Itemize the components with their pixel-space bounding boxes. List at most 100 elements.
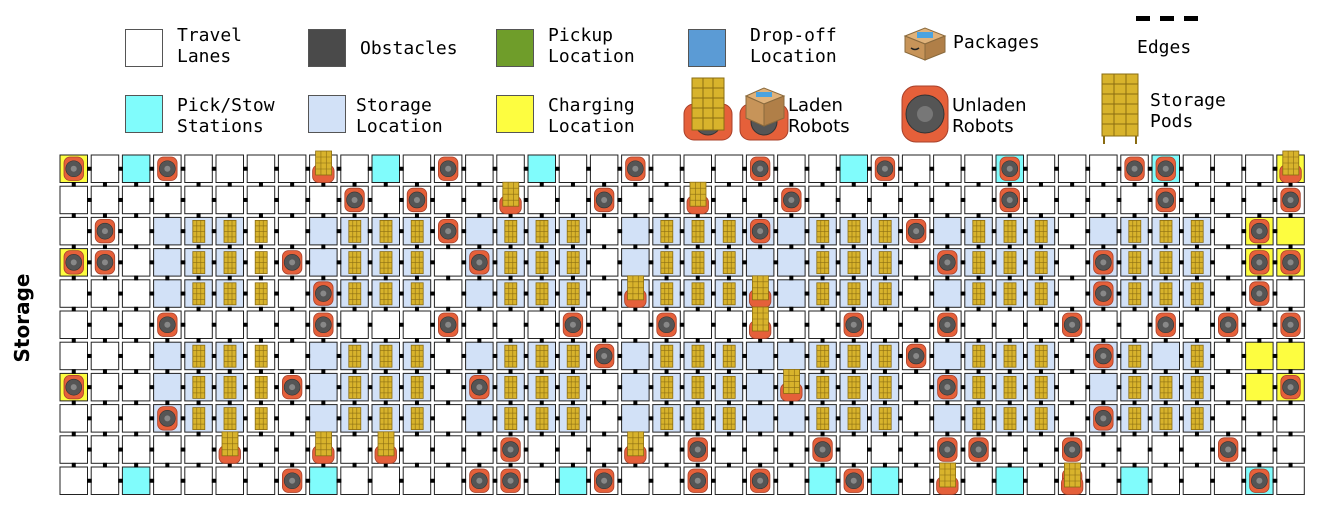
grid-cell [777, 404, 806, 433]
robot-hub [1069, 321, 1076, 328]
edge [134, 306, 139, 312]
edge [383, 338, 388, 343]
edge [274, 416, 279, 421]
edge [165, 369, 170, 374]
grid-cell [465, 154, 494, 183]
edge [991, 385, 997, 390]
edge [243, 416, 248, 421]
grid-cell [995, 466, 1024, 495]
edge [196, 213, 201, 218]
grid-cell [153, 279, 182, 308]
edge [118, 353, 123, 358]
edge [149, 229, 155, 234]
grid-cell [1213, 341, 1243, 371]
robot-hub [1256, 477, 1263, 484]
edge [305, 478, 311, 483]
edge [1101, 213, 1106, 218]
edge [835, 291, 841, 296]
grid-cell [153, 185, 182, 215]
edge [1147, 291, 1153, 296]
edge [165, 431, 170, 437]
edge [929, 353, 935, 358]
robot-hub [819, 446, 826, 453]
edge [461, 166, 467, 171]
grid-cell [933, 185, 962, 215]
edge [367, 385, 373, 390]
edge [1272, 447, 1278, 452]
edge [1226, 431, 1231, 437]
edge [180, 447, 186, 452]
edge [1194, 306, 1199, 312]
grid-cell [839, 435, 868, 464]
dropoff-label: Drop-off Location [750, 25, 837, 67]
edge [1038, 462, 1043, 468]
grid-cell [933, 154, 962, 183]
edge [87, 291, 92, 296]
grid-cell [465, 341, 494, 371]
grid-cell [901, 466, 931, 495]
edge [1007, 182, 1012, 187]
grid-cell [465, 435, 494, 464]
edge [243, 229, 248, 234]
grid-cell [465, 404, 494, 433]
edge [71, 244, 76, 250]
edge [742, 197, 747, 202]
edge [290, 244, 295, 250]
edge [1241, 478, 1247, 483]
robot-hub [1100, 259, 1107, 266]
edge [1210, 291, 1215, 296]
edge [1241, 291, 1247, 296]
edge [180, 478, 186, 483]
edge [258, 338, 263, 343]
edge [508, 431, 513, 437]
edge [399, 447, 404, 452]
grid-cell [1245, 154, 1274, 183]
edge [991, 322, 997, 327]
edge [851, 275, 856, 281]
robot-hub [70, 165, 77, 172]
grid-cell [184, 185, 213, 215]
edge [180, 166, 186, 171]
robot-hub [1287, 196, 1294, 203]
edge [1054, 166, 1059, 171]
edge [1272, 322, 1278, 327]
edge [118, 260, 123, 265]
edge [991, 229, 997, 234]
edge [867, 478, 872, 483]
edge [1179, 322, 1184, 327]
edge [1163, 338, 1168, 343]
edge [71, 338, 76, 343]
edge [414, 431, 419, 437]
edge [742, 353, 747, 358]
edge [835, 322, 841, 327]
edge [321, 182, 326, 187]
edge [1147, 478, 1153, 483]
edge [1147, 385, 1153, 390]
edge [555, 291, 560, 296]
edge [851, 431, 856, 437]
edge [789, 338, 794, 343]
edge [976, 338, 981, 343]
edge [227, 213, 232, 218]
robot-hub [944, 259, 951, 266]
grid-cell [402, 310, 432, 339]
grid-cell [870, 310, 900, 339]
edge [1147, 229, 1153, 234]
edge [211, 385, 217, 390]
laden-robots-label: Laden Robots [788, 95, 850, 137]
edge [851, 213, 856, 218]
edge [555, 416, 560, 421]
edge [383, 462, 388, 468]
edge [726, 182, 731, 187]
edge [258, 400, 263, 406]
dropoff-swatch [688, 29, 726, 67]
edge [492, 322, 498, 327]
edge [118, 229, 123, 234]
edge [679, 478, 685, 483]
edge [211, 229, 217, 234]
grid-cell [1089, 372, 1118, 402]
edge [399, 385, 404, 390]
edge [165, 338, 170, 343]
edge [679, 229, 685, 234]
grid-cell [745, 372, 775, 402]
